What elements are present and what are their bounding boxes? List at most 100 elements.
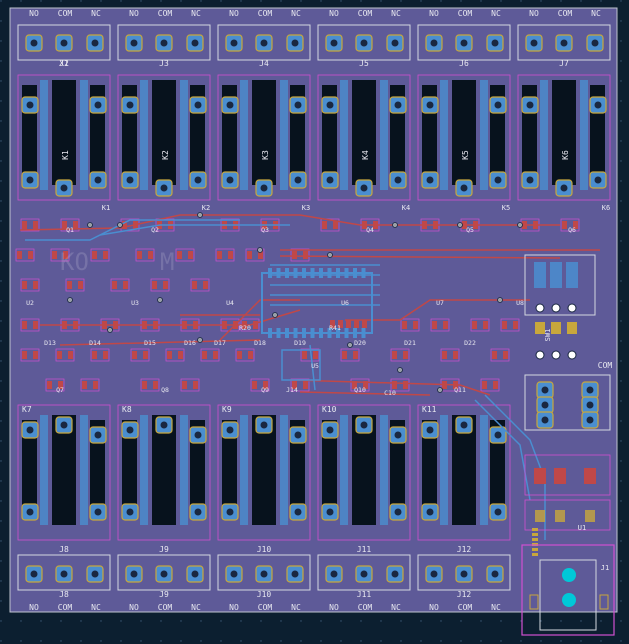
relay-courtyard [517, 74, 611, 201]
relay-pad-hole [494, 431, 502, 439]
relay-slot [452, 80, 476, 185]
relay-pad-hole [226, 426, 234, 434]
connector-pad-hole [330, 39, 338, 47]
connector-pin-label: NO [29, 9, 39, 18]
relay-pad-hole [394, 101, 402, 109]
relay-courtyard [417, 74, 511, 201]
connector-pin-label: COM [58, 603, 73, 612]
relay-pad-hole [226, 508, 234, 516]
ic-pin [268, 328, 272, 338]
connector-ref-label-2: J11 [357, 590, 372, 599]
ic-pin [276, 328, 281, 338]
smd-courtyard [20, 348, 40, 362]
via [257, 247, 263, 253]
smd-pad [178, 351, 183, 359]
main-ic-outline [261, 272, 373, 334]
relay-pad-hole [294, 101, 302, 109]
smd-pad [73, 221, 78, 229]
smd-pad [342, 351, 347, 359]
connector-pin-label: NC [591, 9, 601, 18]
relay-slot [490, 420, 505, 515]
sw1-contact [534, 262, 546, 288]
front-copper-trace [219, 299, 300, 341]
relay-pad-hole [394, 431, 402, 439]
smd-pad [303, 251, 308, 259]
relay-pad-hole [594, 176, 602, 184]
component-ref-label: Q10 [354, 386, 366, 394]
component-ref-label: D17 [214, 339, 226, 347]
relay-ref-label-2: K3 [302, 204, 310, 212]
prog-header-pin [532, 548, 538, 551]
smd-pad [163, 281, 168, 289]
connector-pin-label: NC [291, 9, 301, 18]
relay-copper-strip [580, 80, 588, 190]
connector-pin-label: NO [129, 9, 139, 18]
connector-pad-hole [30, 570, 38, 578]
connector-ref-label-2: J9 [159, 590, 169, 599]
back-copper-trace [309, 344, 316, 391]
smd-pad [82, 381, 87, 389]
smd-courtyard [20, 278, 40, 292]
relay-slot [222, 420, 237, 515]
relay-slot [52, 80, 76, 185]
smd-pad [292, 251, 297, 259]
relay-ref-label: K6 [561, 150, 570, 160]
relay12-connector-outline [524, 374, 611, 431]
connector-pin-label: COM [258, 9, 273, 18]
relay-copper-strip [440, 415, 448, 525]
relay-pad-hole [194, 431, 202, 439]
relay-copper-strip [340, 415, 348, 525]
connector-ref-label: J10 [257, 545, 272, 554]
smd-pad [192, 281, 197, 289]
sw1-outline [524, 254, 596, 316]
via [197, 212, 203, 218]
smd-pad [493, 381, 498, 389]
smd-pad [573, 221, 578, 229]
component-ref-label: D21 [404, 339, 416, 347]
ic-pin [285, 328, 289, 338]
via [327, 252, 333, 258]
smd-pad [193, 381, 198, 389]
smd-pad [58, 381, 63, 389]
relay-pad-hole [360, 421, 368, 429]
control-circuit-area [15, 212, 600, 540]
relay-copper-strip [180, 415, 188, 525]
smd-pad [92, 351, 97, 359]
relay-copper-strip [240, 80, 248, 190]
smd-pad [492, 351, 497, 359]
relay-pad-hole [60, 184, 68, 192]
bottom-connector-outline [417, 554, 511, 591]
sw1-contact [550, 262, 562, 288]
relay-ref-label-2: K1 [102, 204, 110, 212]
ic-pin [336, 268, 340, 278]
component-ref-label: J14 [286, 386, 298, 394]
smd-pad [152, 281, 157, 289]
smd-pad [302, 351, 307, 359]
relay-slot [422, 420, 437, 515]
smd-courtyard [390, 378, 410, 392]
back-copper-trace [99, 224, 290, 236]
relay-pad-hole [294, 176, 302, 184]
relay-pad-hole [426, 101, 434, 109]
smd-pad [22, 281, 27, 289]
smd-pad [562, 221, 567, 229]
smd-courtyard [290, 378, 310, 392]
smd-courtyard [245, 248, 265, 262]
via [87, 222, 93, 228]
connector-pad-hole [130, 570, 138, 578]
connector-pin-label: NO [429, 603, 439, 612]
relay-pad-hole [294, 431, 302, 439]
smd-pad [122, 221, 127, 229]
ic-pin [310, 268, 315, 278]
relay-pad-hole [460, 421, 468, 429]
relay-pad-hole [294, 508, 302, 516]
connector-pad-hole [230, 570, 238, 578]
connector-pad-hole [260, 39, 268, 47]
connector-pin-label: NC [291, 603, 301, 612]
smd-courtyard [135, 248, 155, 262]
ic-pin [344, 268, 349, 278]
relay-slot [252, 80, 276, 185]
smd-pad [472, 321, 477, 329]
